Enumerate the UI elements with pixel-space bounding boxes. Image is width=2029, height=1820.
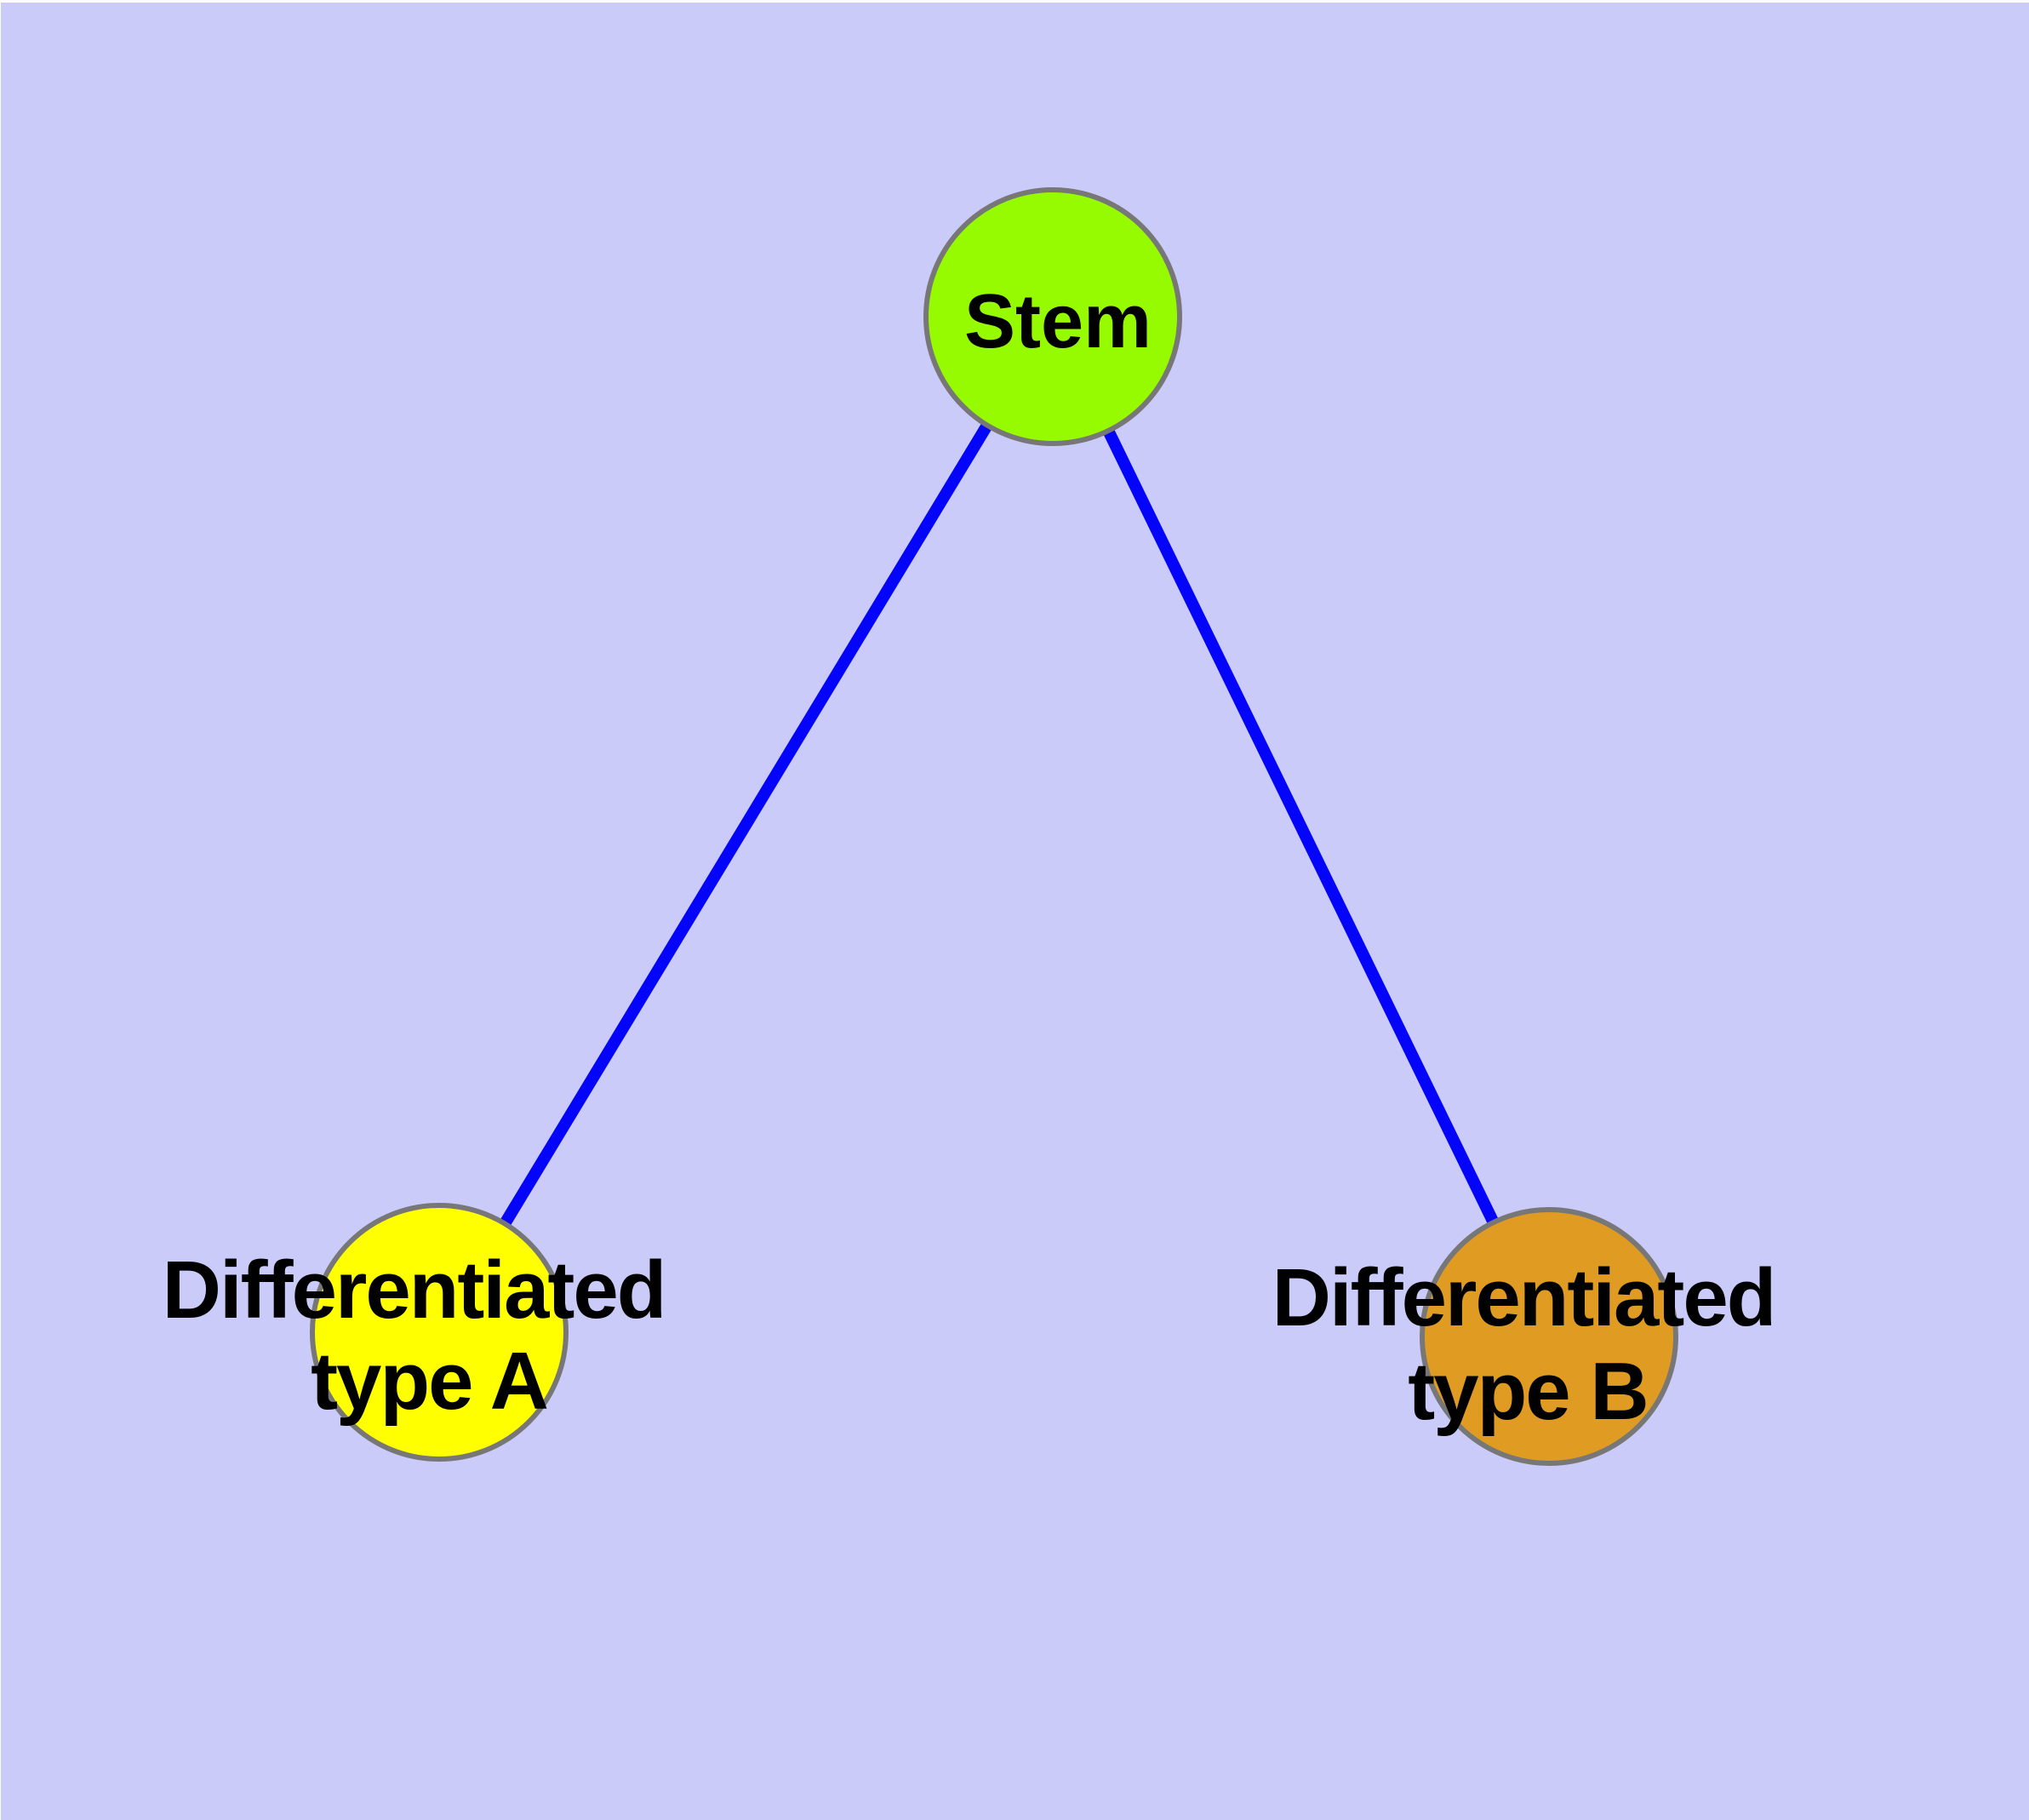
node-differentiated-type-a: [310, 1203, 569, 1462]
node-b-label-line2: type B: [1408, 1346, 1647, 1437]
node-stem-label: Stem: [964, 279, 1152, 364]
edge-stem-to-type-a: [434, 313, 1058, 1336]
node-a-label-line2: type A: [311, 1336, 547, 1427]
node-stem: [923, 187, 1182, 446]
edge-stem-to-type-b: [1047, 313, 1555, 1340]
node-differentiated-type-b: [1420, 1207, 1678, 1466]
node-b-label-line1: Differentiated: [1272, 1252, 1775, 1343]
node-a-label-line1: Differentiated: [163, 1245, 666, 1336]
